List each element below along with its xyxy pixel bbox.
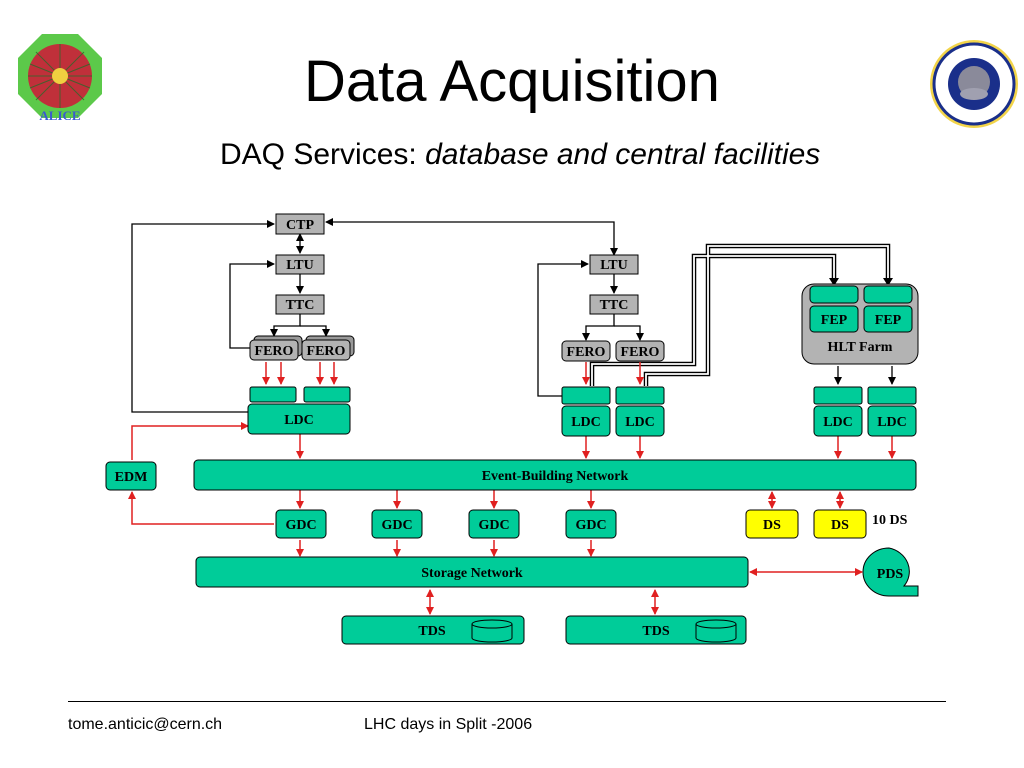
svg-text:LTU: LTU [286, 258, 314, 273]
gdc-box-1: GDC [275, 509, 327, 539]
svg-text:CTP: CTP [286, 218, 314, 233]
tds-box-2: TDS [565, 615, 747, 645]
ltu-box-right: LTU [589, 254, 639, 275]
svg-text:TDS: TDS [642, 624, 669, 639]
svg-text:LTU: LTU [600, 258, 628, 273]
footer-event: LHC days in Split -2006 [364, 716, 533, 733]
tds-box-1: TDS [341, 615, 525, 645]
svg-text:FEP: FEP [821, 313, 848, 328]
hlt-farm-label: HLT Farm [828, 340, 893, 355]
institute-seal [928, 38, 1020, 130]
ldc-hlt-1: LDC [813, 386, 863, 437]
svg-text:Storage Network: Storage Network [421, 566, 523, 581]
svg-text:LDC: LDC [571, 415, 601, 430]
gdc-box-2: GDC [371, 509, 423, 539]
fep-box-1: FEP [809, 305, 859, 333]
storage-network: Storage Network [195, 556, 749, 588]
ttc-box-left: TTC [275, 294, 325, 315]
svg-text:GDC: GDC [575, 518, 606, 533]
svg-text:LDC: LDC [877, 415, 907, 430]
svg-text:LDC: LDC [625, 415, 655, 430]
alice-logo-text: ALICE [39, 108, 80, 122]
ldc-right-2: LDC [615, 386, 665, 437]
svg-text:Event-Building Network: Event-Building Network [482, 469, 629, 484]
svg-text:PDS: PDS [877, 567, 904, 582]
svg-text:DS: DS [831, 518, 849, 533]
footer-email: tome.anticic@cern.ch [68, 716, 223, 733]
svg-text:LDC: LDC [284, 413, 314, 428]
ttc-box-right: TTC [589, 294, 639, 315]
fep-box-2: FEP [863, 305, 913, 333]
svg-text:FERO: FERO [621, 345, 660, 360]
svg-text:GDC: GDC [478, 518, 509, 533]
svg-text:DS: DS [763, 518, 781, 533]
ds-count-label: 10 DS [872, 513, 908, 528]
svg-text:EDM: EDM [115, 470, 148, 485]
ctp-box: CTP [275, 213, 325, 235]
fero-box-right-1: FERO [561, 340, 611, 362]
fero-box-right-2: FERO [615, 340, 665, 362]
slide-title: Data Acquisition [304, 49, 720, 114]
fero-box-left-1: FERO [249, 335, 303, 361]
svg-text:TTC: TTC [286, 298, 315, 313]
svg-text:FERO: FERO [567, 345, 606, 360]
svg-text:LDC: LDC [823, 415, 853, 430]
disk-icon [471, 619, 513, 643]
svg-text:GDC: GDC [381, 518, 412, 533]
svg-text:TTC: TTC [600, 298, 629, 313]
hlt-farm: FEP FEP HLT Farm [801, 283, 919, 365]
ldc-hlt-2: LDC [867, 386, 917, 437]
event-building-network: Event-Building Network [193, 459, 917, 491]
alice-logo: ALICE [14, 30, 106, 123]
svg-text:TDS: TDS [418, 624, 445, 639]
slide-subtitle: DAQ Services: database and central facil… [220, 138, 820, 172]
svg-text:FERO: FERO [255, 344, 294, 359]
subtitle-plain: DAQ Services: [220, 138, 426, 171]
ds-box-2: DS [813, 509, 867, 539]
ds-box-1: DS [745, 509, 799, 539]
edm-box: EDM [105, 461, 157, 491]
ldc-left: LDC [247, 386, 351, 435]
svg-text:FERO: FERO [307, 344, 346, 359]
ldc-right-1: LDC [561, 386, 611, 437]
disk-icon [695, 619, 737, 643]
subtitle-italic: database and central facilities [425, 138, 821, 171]
gdc-box-3: GDC [468, 509, 520, 539]
pds-storage: PDS [862, 547, 919, 597]
gdc-box-4: GDC [565, 509, 617, 539]
ltu-box-left: LTU [275, 254, 325, 275]
footer-divider [68, 701, 946, 702]
svg-text:GDC: GDC [285, 518, 316, 533]
fero-box-left-2: FERO [301, 335, 355, 361]
svg-text:FEP: FEP [875, 313, 902, 328]
